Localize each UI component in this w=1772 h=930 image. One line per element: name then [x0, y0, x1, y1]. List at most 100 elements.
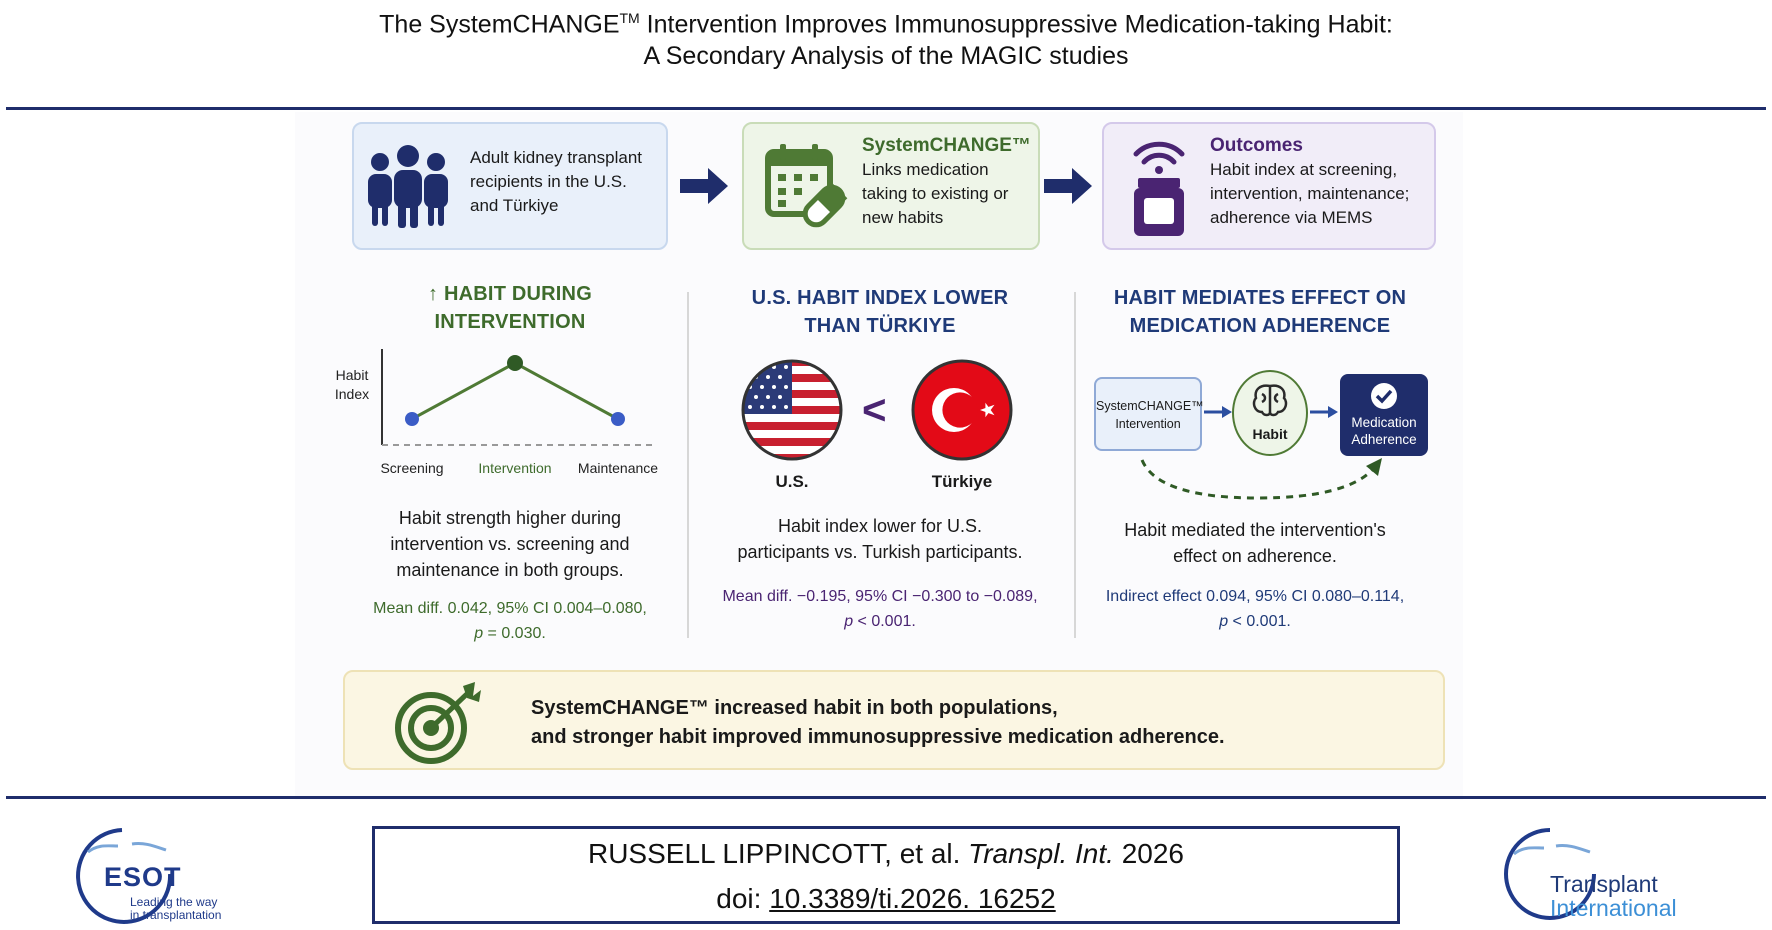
column-separator — [687, 292, 689, 638]
title-line2: A Secondary Analysis of the MAGIC studie… — [643, 42, 1129, 71]
conclusion-line1: increased habit in both populations, — [708, 697, 1058, 719]
mediation-heading-line1: HABIT MEDIATES EFFECT ON — [1113, 287, 1407, 309]
habit-line-chart: Habit Index Screening Intervention Mainten… — [335, 349, 658, 476]
habit-section-heading: ↑ HABIT DURING INTERVENTION — [360, 280, 660, 336]
brain-icon — [1252, 384, 1288, 417]
country-heading-line1: U.S. HABIT INDEX LOWER — [751, 287, 1009, 309]
outcomes-line: Habit index at screening, — [1210, 160, 1398, 179]
p-symbol: p — [844, 613, 854, 630]
outcomes-line: adherence via MEMS — [1210, 208, 1373, 227]
x-tick-label: Maintenance — [578, 460, 658, 476]
habit-heading-line1: ↑ HABIT DURING — [428, 283, 592, 305]
esot-logo: ESOT Leading the way in transplantation — [74, 824, 244, 928]
x-tick-label: Intervention — [478, 460, 551, 476]
mediation-section-heading: HABIT MEDIATES EFFECT ON MEDICATION ADHE… — [1090, 284, 1430, 340]
calendar-pill-icon — [765, 144, 848, 228]
intervention-node-line: SystemCHANGE™ — [1096, 399, 1204, 413]
intervention-line: Links medication — [862, 160, 989, 179]
country-finding-line: Habit index lower for U.S. — [777, 516, 983, 536]
intervention-line: taking to existing or — [862, 184, 1009, 203]
indirect-effect-arrow — [1140, 458, 1382, 500]
p-symbol: p — [1219, 613, 1229, 630]
habit-finding-line: Habit strength higher during — [398, 508, 622, 528]
country-section-heading: U.S. HABIT INDEX LOWER THAN TÜRKIYE — [720, 284, 1040, 340]
intervention-card: SystemCHANGE™ Links medication taking to… — [742, 122, 1040, 250]
column-separator — [1074, 292, 1076, 638]
y-axis-label: Habit — [336, 367, 369, 383]
habit-node: Habit — [1232, 370, 1308, 456]
us-flag-icon — [741, 359, 843, 461]
country-stat-line: Mean diff. −0.195, 95% CI −0.300 to −0.0… — [722, 588, 1038, 605]
y-axis-label: Index — [335, 386, 369, 402]
mediation-arrow-icon — [1204, 406, 1232, 418]
us-label: U.S. — [775, 472, 809, 491]
adherence-node-line: Adherence — [1351, 432, 1417, 447]
country-heading-line2: THAN TÜRKIYE — [804, 315, 956, 337]
doi-label: doi: — [716, 883, 770, 914]
habit-series-line — [411, 361, 619, 421]
title-trademark: TM — [619, 10, 640, 26]
title-line1-post: Intervention Improves Immunosuppressive … — [639, 10, 1393, 39]
mediation-heading-line2: MEDICATION ADHERENCE — [1129, 315, 1391, 337]
intervention-line: new habits — [862, 208, 944, 227]
target-arrow-icon — [395, 682, 481, 764]
p-symbol: p — [474, 625, 484, 642]
habit-data-point — [507, 355, 523, 371]
country-p-value: < 0.001. — [853, 613, 916, 630]
intervention-node-line: Intervention — [1115, 417, 1181, 431]
bottom-divider — [6, 796, 1766, 799]
outcomes-card: Outcomes Habit index at screening, inter… — [1102, 122, 1436, 250]
check-circle-icon — [1371, 383, 1397, 409]
population-line: recipients in the U.S. — [470, 172, 627, 191]
adherence-node: Medication Adherence — [1340, 374, 1428, 456]
pill-bottle-signal-icon — [1133, 141, 1185, 236]
page-title: The SystemCHANGETM Intervention Improves… — [0, 2, 1772, 72]
mediation-finding: Habit mediated the intervention's effect… — [1080, 517, 1430, 569]
outcomes-line: intervention, maintenance; — [1210, 184, 1410, 203]
ti-emblem-icon — [1504, 828, 1596, 920]
mediation-finding-line: effect on adherence. — [1173, 546, 1337, 566]
transplant-international-logo: Transplant International — [1500, 824, 1710, 928]
habit-finding-line: intervention vs. screening and — [390, 534, 630, 554]
mediation-arrow-icon — [1310, 406, 1338, 418]
citation-year: 2026 — [1113, 838, 1185, 869]
adherence-node-line: Medication — [1351, 415, 1417, 430]
habit-node-label: Habit — [1252, 426, 1288, 442]
habit-statistic: Mean diff. 0.042, 95% CI 0.004–0.080, p … — [330, 596, 690, 646]
flow-arrow-icon — [1044, 168, 1092, 204]
turkey-flag-icon — [911, 359, 1013, 461]
doi-link[interactable]: 10.3389/ti.2026. 16252 — [769, 883, 1056, 914]
citation-authors: RUSSELL LIPPINCOTT, et al. — [587, 838, 969, 869]
ti-wordmark-line2: International — [1550, 895, 1677, 921]
country-finding-line: participants vs. Turkish participants. — [737, 542, 1023, 562]
ti-wordmark-line1: Transplant — [1550, 871, 1658, 897]
conclusion-box: SystemCHANGE™ increased habit in both po… — [343, 670, 1445, 770]
habit-finding: Habit strength higher during interventio… — [340, 505, 680, 583]
habit-heading-line2: INTERVENTION — [434, 311, 586, 333]
mediation-p-value: < 0.001. — [1228, 613, 1291, 630]
habit-data-point — [611, 412, 625, 426]
habit-p-value: = 0.030. — [483, 625, 546, 642]
flow-arrow-icon — [680, 168, 728, 204]
turkey-label: Türkiye — [931, 472, 993, 491]
population-line: and Türkiye — [470, 196, 559, 215]
country-finding: Habit index lower for U.S. participants … — [700, 513, 1060, 565]
habit-finding-line: maintenance in both groups. — [396, 560, 624, 580]
esot-wordmark: ESOT — [104, 862, 182, 892]
mediation-stat-line: Indirect effect 0.094, 95% CI 0.080–0.11… — [1105, 588, 1405, 605]
less-than-symbol: < — [862, 386, 887, 433]
population-line: Adult kidney transplant — [470, 148, 642, 167]
citation-journal: Transpl. Int. — [968, 838, 1114, 869]
country-statistic: Mean diff. −0.195, 95% CI −0.300 to −0.0… — [700, 584, 1060, 634]
population-card: Adult kidney transplant recipients in th… — [352, 122, 668, 250]
top-divider — [6, 107, 1766, 110]
esot-tagline: in transplantation — [130, 908, 222, 922]
habit-data-point — [405, 412, 419, 426]
title-line1-pre: The SystemCHANGE — [379, 10, 620, 39]
x-tick-label: Screening — [380, 460, 443, 476]
conclusion-line2: and stronger habit improved immunosuppre… — [531, 726, 1225, 748]
esot-tagline: Leading the way — [130, 895, 218, 909]
mediation-statistic: Indirect effect 0.094, 95% CI 0.080–0.11… — [1078, 584, 1432, 634]
habit-stat-line: Mean diff. 0.042, 95% CI 0.004–0.080, — [373, 600, 647, 617]
intervention-title: SystemCHANGE™ — [862, 135, 1031, 156]
